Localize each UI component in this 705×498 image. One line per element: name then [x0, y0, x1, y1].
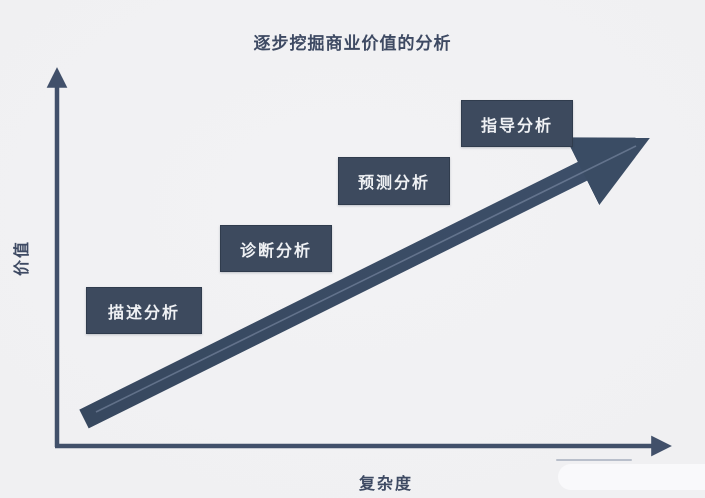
- faint-underline-mark: [556, 459, 632, 461]
- stage-box-descriptive: 描述分析: [86, 287, 202, 334]
- trend-arrow-highlight: [95, 145, 637, 413]
- y-axis-label: 价值: [14, 240, 31, 277]
- diagram-title: 逐步挖掘商业价值的分析: [253, 34, 452, 53]
- light-watermark-patch: [558, 464, 705, 490]
- stage-box-diagnostic: 诊断分析: [220, 225, 332, 272]
- stage-box-prescriptive: 指导分析: [461, 100, 573, 147]
- stage-label: 指导分析: [480, 117, 553, 135]
- trend-arrow: [79, 137, 651, 429]
- stage-label: 描述分析: [107, 304, 180, 322]
- stage-label: 预测分析: [357, 175, 430, 192]
- stage-label: 诊断分析: [239, 242, 312, 260]
- stage-box-predictive: 预测分析: [338, 157, 450, 205]
- x-axis-label: 复杂度: [358, 476, 413, 493]
